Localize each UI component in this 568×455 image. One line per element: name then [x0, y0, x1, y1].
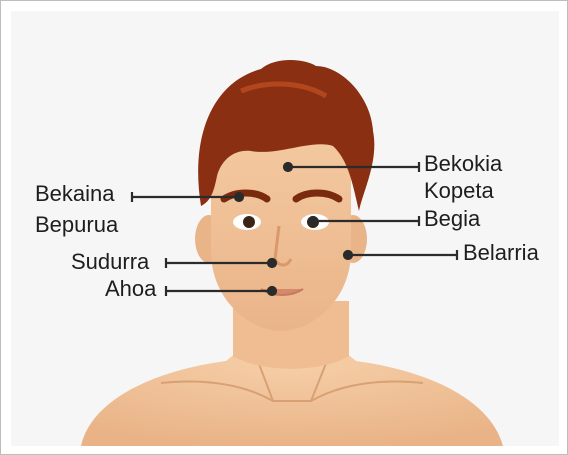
label-bekaina: Bekaina — [35, 182, 115, 206]
label-bekokia: Bekokia — [424, 152, 502, 176]
label-belarria: Belarria — [463, 241, 539, 265]
label-kopeta: Kopeta — [424, 179, 494, 203]
figure-panel: Bekokia Kopeta Begia Belarria Bekaina Be… — [11, 11, 559, 446]
label-sudurra: Sudurra — [71, 250, 149, 274]
label-bepurua: Bepurua — [35, 213, 118, 237]
label-ahoa: Ahoa — [105, 277, 156, 301]
face — [211, 134, 351, 332]
label-begia: Begia — [424, 207, 480, 231]
left-iris — [243, 216, 255, 228]
